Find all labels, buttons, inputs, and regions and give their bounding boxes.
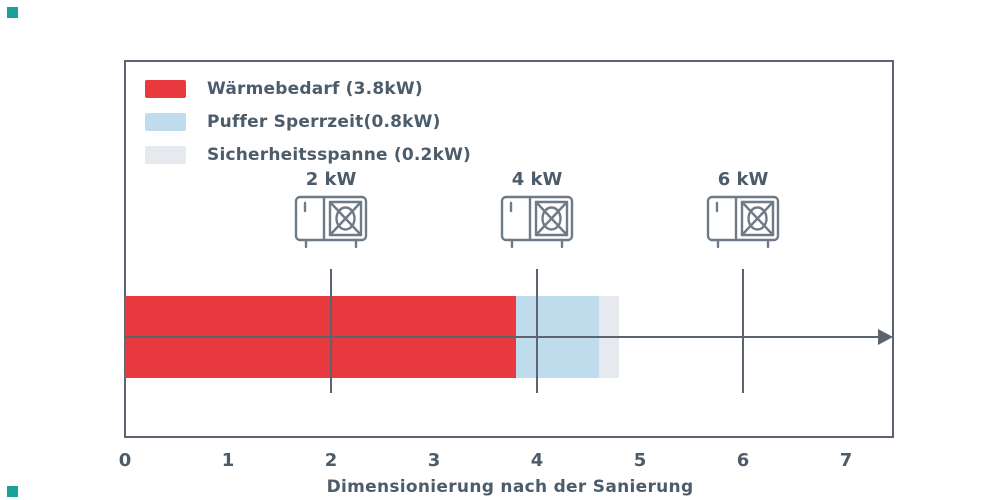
marker-label: 4 kW: [511, 169, 563, 190]
x-tick-label: 2: [324, 450, 338, 471]
x-tick-label: 4: [530, 450, 544, 471]
x-tick-label: 7: [839, 450, 853, 471]
marker-line: [330, 269, 332, 393]
x-tick-label: 3: [427, 450, 441, 471]
corner-marker-top-left: [7, 7, 18, 18]
x-tick-label: 1: [221, 450, 235, 471]
legend-item: Sicherheitsspanne (0.2kW): [145, 138, 471, 171]
x-tick-label: 0: [118, 450, 132, 471]
heat-pump-icon: [293, 194, 369, 252]
x-axis-title: Dimensionierung nach der Sanierung: [326, 477, 694, 497]
heat-pump-icon: [705, 194, 781, 252]
heat-pump-icon: [499, 194, 575, 252]
plot-frame: [124, 60, 894, 438]
marker-label: 2 kW: [305, 169, 357, 190]
legend-label: Puffer Sperrzeit(0.8kW): [207, 111, 441, 132]
x-tick-label: 6: [736, 450, 750, 471]
legend-label: Sicherheitsspanne (0.2kW): [207, 144, 471, 165]
legend-swatch: [145, 79, 186, 98]
legend-label: Wärmebedarf (3.8kW): [207, 78, 423, 99]
x-axis-arrow-icon: [878, 329, 893, 345]
marker-label: 6 kW: [717, 169, 769, 190]
x-tick-label: 5: [633, 450, 647, 471]
legend-swatch: [145, 112, 186, 131]
marker-line: [536, 269, 538, 393]
legend-item: Puffer Sperrzeit(0.8kW): [145, 105, 471, 138]
corner-marker-bottom-left: [7, 486, 18, 497]
marker-line: [742, 269, 744, 393]
legend-item: Wärmebedarf (3.8kW): [145, 72, 471, 105]
x-axis-line: [125, 336, 880, 338]
legend-swatch: [145, 145, 186, 164]
legend: Wärmebedarf (3.8kW) Puffer Sperrzeit(0.8k…: [145, 72, 471, 171]
